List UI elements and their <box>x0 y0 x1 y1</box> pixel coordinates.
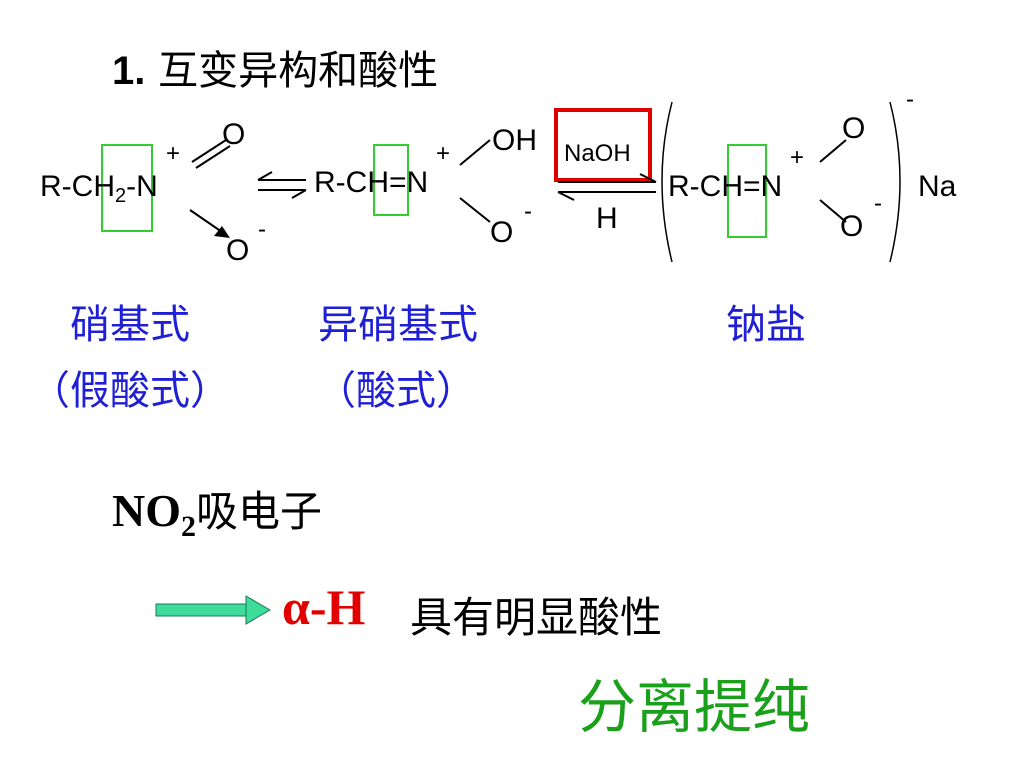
aci-plus-charge: + <box>436 140 451 167</box>
no2-statement: NO2吸电子 <box>112 485 323 543</box>
ch-highlight-box-middle <box>373 144 409 216</box>
aci-hydroxyl: OH <box>492 124 537 157</box>
ch-highlight-box-right <box>727 144 767 238</box>
separation-purification-text: 分离提纯 <box>578 673 811 741</box>
aci-oxygen-bottom: O <box>490 216 514 249</box>
aci-formula: R-CH=N <box>314 166 429 199</box>
title-number: 1. <box>112 49 146 93</box>
aci-minus-charge: - <box>524 198 532 225</box>
reagent-h: H <box>596 202 618 235</box>
label-nitro-form: 硝基式 <box>70 302 190 348</box>
nitro-oxygen-bottom: O <box>226 234 250 267</box>
label-acid-form: （酸式） <box>316 368 476 414</box>
nitro-plus-charge: + <box>166 140 181 167</box>
alpha-h-symbol: α-H <box>282 579 366 635</box>
label-pseudo-acid: （假酸式） <box>30 368 230 414</box>
result-arrow-head <box>245 595 271 625</box>
left-bracket <box>661 101 673 263</box>
salt-bracket-charge: - <box>906 86 914 113</box>
salt-oxygen-top: O <box>842 112 866 145</box>
nitro-minus-charge: - <box>258 216 266 243</box>
reagent-naoh: NaOH <box>564 140 631 167</box>
salt-oxygen-bottom: O <box>840 210 864 243</box>
label-sodium-salt: 钠盐 <box>726 302 806 348</box>
salt-plus-charge: + <box>790 144 805 171</box>
salt-minus-charge: - <box>874 190 882 217</box>
result-arrow-shaft <box>155 603 247 617</box>
nitro-oxygen-top: O <box>222 118 246 151</box>
label-aci-nitro-form: 异硝基式 <box>318 302 478 348</box>
alpha-h-statement: 具有明显酸性 <box>410 593 663 642</box>
nitro-formula: R-CH2-N <box>40 170 158 207</box>
title-text: 互变异构和酸性 <box>158 48 439 94</box>
right-bracket <box>889 101 901 263</box>
reagent-box <box>554 108 652 182</box>
salt-formula: R-CH=N <box>668 170 783 203</box>
salt-sodium: Na <box>918 170 957 203</box>
ch2-highlight-box <box>101 144 153 232</box>
slide-title: 1. 互变异构和酸性 <box>112 38 438 96</box>
